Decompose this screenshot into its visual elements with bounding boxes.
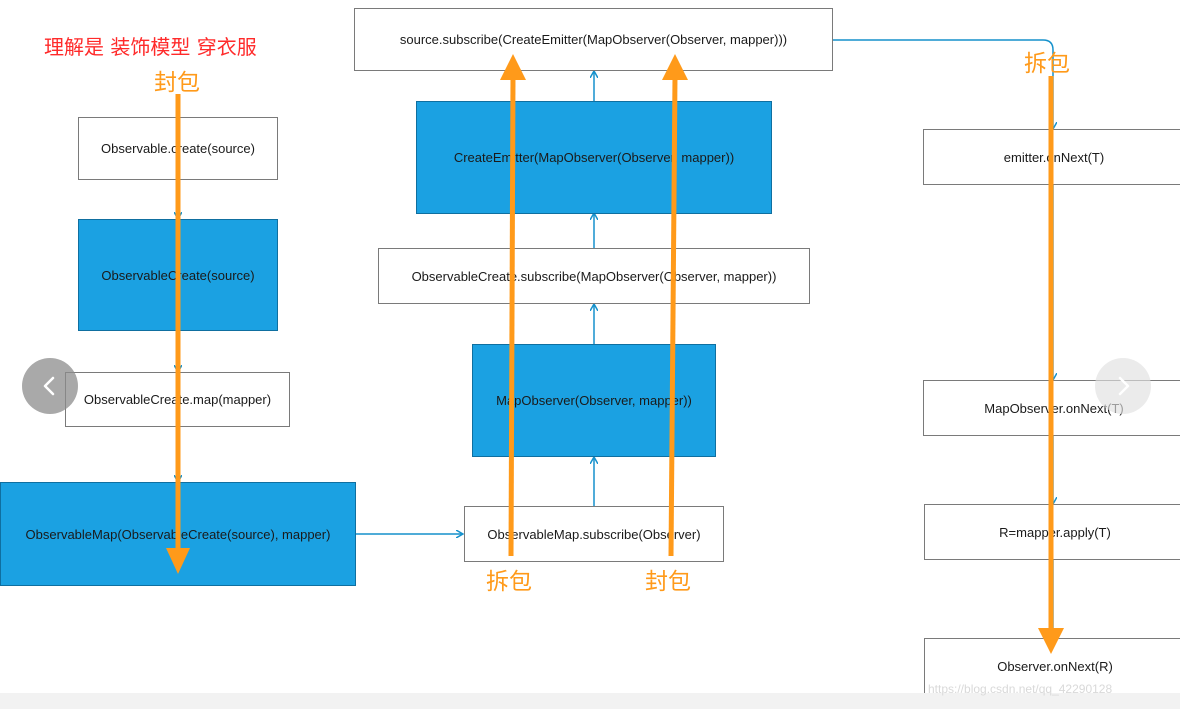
observable-create-subscribe-box: ObservableCreate.subscribe(MapObserver(O… [378,248,810,304]
wrap-label-bottom: 封包 [645,569,691,595]
wrap-down-arrow-left [166,94,190,574]
previous-image-button[interactable] [22,358,78,414]
connector-source-to-emitteronnext [833,39,1053,128]
observable-map-subscribe-box: ObservableMap.subscribe(Observer) [464,506,724,562]
next-image-button[interactable] [1095,358,1151,414]
create-emitter-box: CreateEmitter(MapObserver(Observer, mapp… [416,101,772,214]
unwrap-down-arrow-right [1038,76,1064,654]
wrap-up-arrow-middle [662,54,688,557]
footer-bar [0,693,1180,709]
watermark-url: https://blog.csdn.net/qq_42290128 [928,682,1113,696]
unwrap-up-arrow-middle [500,54,526,557]
wrap-label-left: 封包 [154,70,200,96]
diagram-title: 理解是 装饰模型 穿衣服 [44,35,257,59]
unwrap-label-bottom: 拆包 [486,569,532,595]
chevron-left-icon [43,376,55,396]
chevron-right-icon [1118,376,1130,396]
unwrap-label-right: 拆包 [1024,51,1070,77]
source-subscribe-box: source.subscribe(CreateEmitter(MapObserv… [354,8,833,71]
